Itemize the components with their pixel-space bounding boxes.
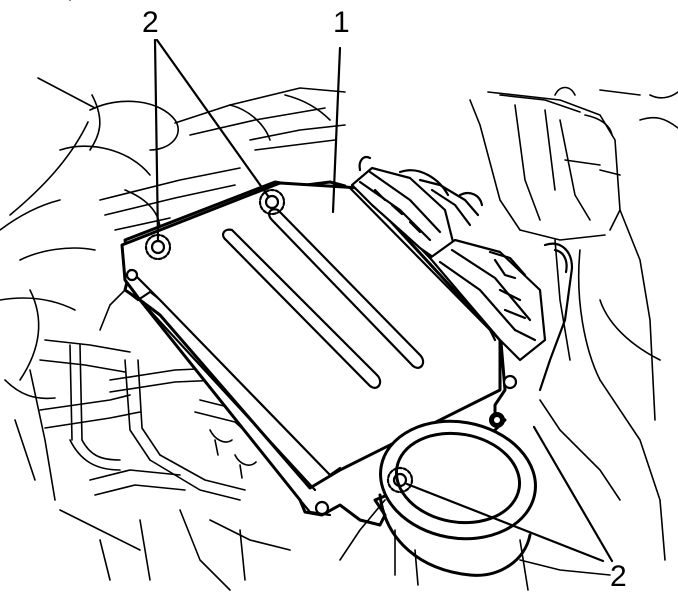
ecm-cover-rib-left: [222, 228, 382, 389]
ecm-bracket-hole-bottom: [314, 500, 330, 516]
mounting-bolts: [144, 188, 505, 494]
leader-2-top-a: [153, 38, 160, 242]
leader-lines: [153, 38, 614, 563]
leader-2-bottom-a: [405, 482, 605, 563]
ecm-cover-rim: [128, 268, 342, 477]
callout-2-top-label: 2: [142, 6, 159, 39]
bolt-upper-center: [258, 188, 286, 216]
leader-2-bottom-b: [532, 425, 614, 563]
ecm-connectors: [350, 156, 574, 392]
leader-1: [331, 46, 342, 214]
bolt-lower-right: [386, 466, 414, 494]
bolt-bracket-right: [489, 412, 505, 428]
callout-1-label: 1: [333, 6, 350, 39]
leader-2-top-b: [155, 38, 270, 198]
round-housing: [339, 419, 537, 591]
callout-2-bottom-label: 2: [610, 560, 627, 593]
ecm-bracket-hole-right: [502, 374, 518, 390]
ecm-bracket-hole-left: [125, 268, 139, 282]
